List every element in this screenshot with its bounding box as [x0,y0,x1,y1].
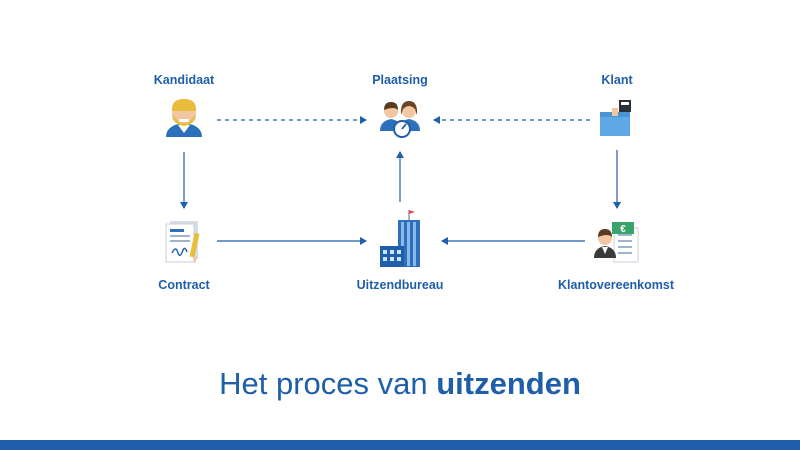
contract-document-icon [165,221,200,264]
svg-text:€: € [620,224,626,235]
node-label-uitzendbureau: Uitzendbureau [356,278,444,292]
agreement-icon: € [594,222,639,263]
person-icon [166,99,202,137]
title-prefix: Het proces van [219,366,437,401]
node-label-kandidaat: Kandidaat [153,73,215,87]
office-building-icon [380,210,420,267]
page-title: Het proces van uitzenden [0,366,800,402]
node-label-klant: Klant [601,73,633,87]
title-emphasis: uitzenden [436,366,581,401]
node-label-contract: Contract [158,278,210,292]
node-label-klantovereenkomst: Klantovereenkomst [557,278,675,292]
client-box-icon [600,100,631,136]
footer-bar [0,440,800,450]
node-label-plaatsing: Plaatsing [372,73,428,87]
people-gauge-icon [380,101,420,138]
